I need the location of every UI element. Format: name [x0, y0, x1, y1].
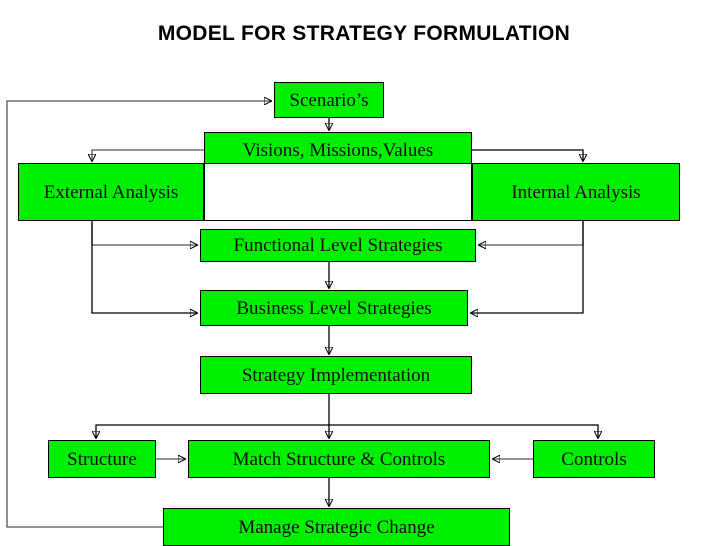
node-functional[interactable]: Functional Level Strategies: [200, 229, 476, 262]
edge-internal-to-business: [471, 221, 584, 313]
edge-implementation-to-controls: [329, 424, 598, 438]
edge-visions-to-external: [92, 149, 204, 161]
edge-implementation-to-structure: [96, 424, 329, 438]
node-match[interactable]: Match Structure & Controls: [188, 440, 490, 478]
edge-external-to-functional: [91, 221, 197, 245]
node-controls[interactable]: Controls: [533, 440, 655, 478]
node-structure[interactable]: Structure: [48, 440, 156, 478]
node-manage[interactable]: Manage Strategic Change: [163, 508, 510, 546]
node-business[interactable]: Business Level Strategies: [200, 290, 468, 326]
node-external[interactable]: External Analysis: [18, 163, 204, 221]
node-implementation[interactable]: Strategy Implementation: [200, 356, 472, 394]
edge-external-to-business: [91, 221, 197, 313]
edge-internal-to-functional: [479, 221, 584, 245]
node-visions[interactable]: Visions, Missions,Values: [204, 132, 472, 168]
page-title: MODEL FOR STRATEGY FORMULATION: [157, 22, 571, 45]
node-scenarios[interactable]: Scenario’s: [274, 82, 384, 118]
edge-visions-to-internal: [472, 149, 583, 161]
node-internal[interactable]: Internal Analysis: [472, 163, 680, 221]
node-center-blank[interactable]: [204, 163, 472, 221]
